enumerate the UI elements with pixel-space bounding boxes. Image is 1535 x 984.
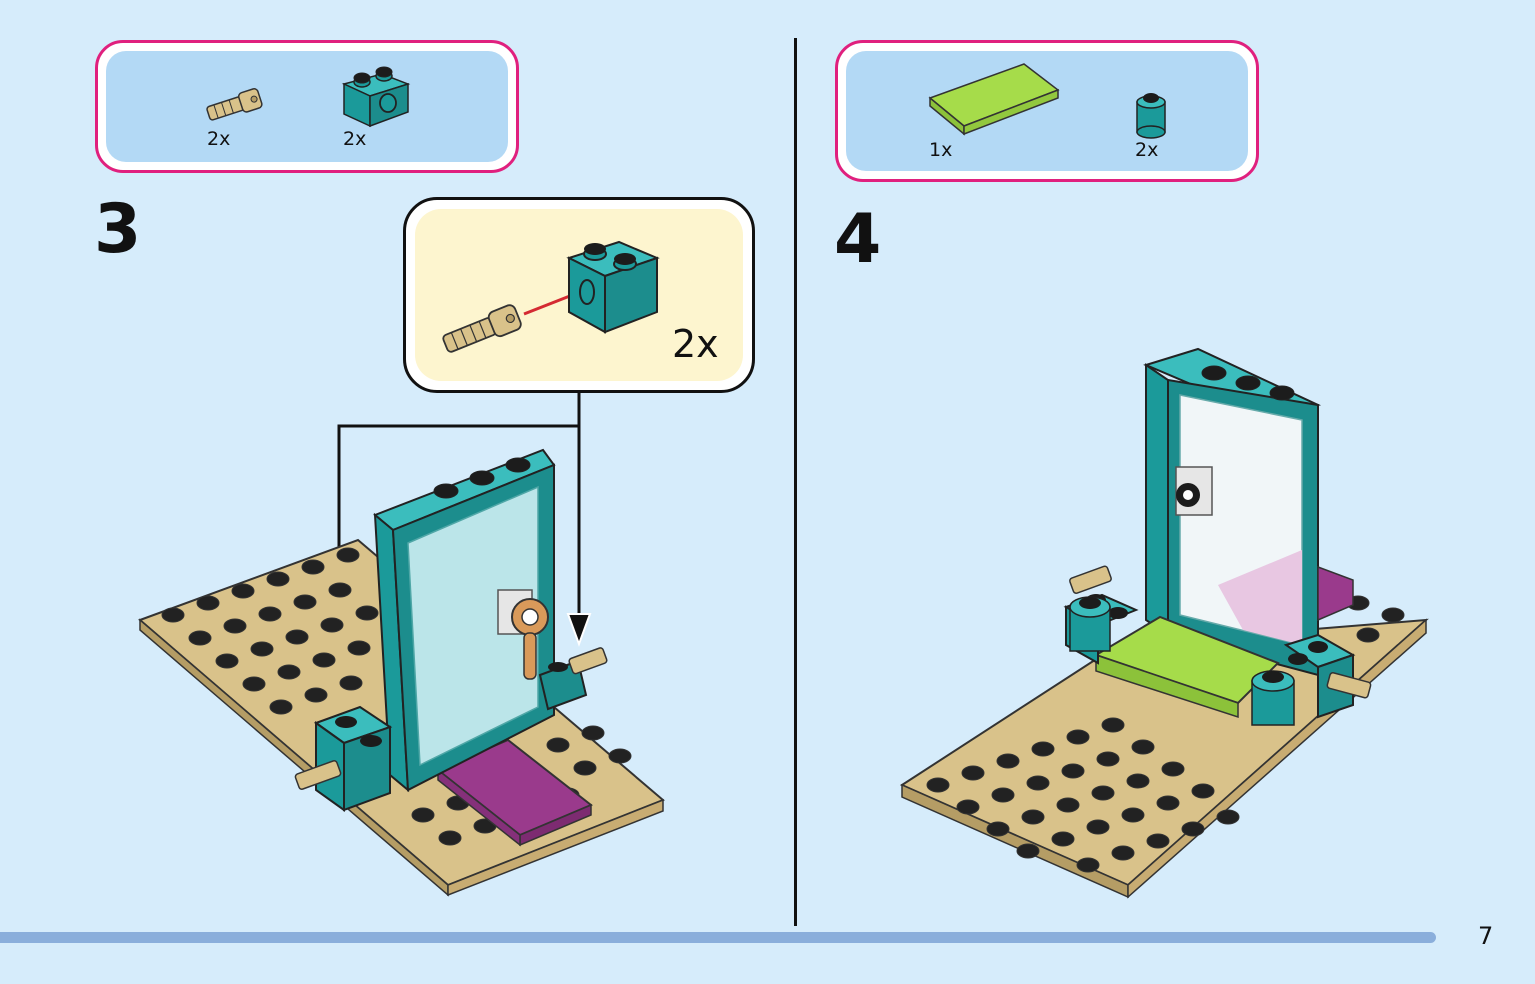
tan-axle-pin-icon <box>206 88 263 121</box>
page-number: 7 <box>1478 922 1494 950</box>
callout-technic-brick-icon <box>566 240 660 334</box>
teal-technic-brick-icon <box>341 66 411 128</box>
step4-part1-qty: 1x <box>929 139 953 161</box>
step3-callout-qty: 2x <box>672 322 719 366</box>
down-arrow-right-icon <box>566 613 592 647</box>
step3-number: 3 <box>94 190 142 269</box>
step3-parts-box <box>95 40 519 173</box>
footer-bar <box>0 932 1436 943</box>
step4-parts-inner <box>846 51 1248 171</box>
step3-model-illustration <box>138 448 665 897</box>
step3-part1-qty: 2x <box>207 128 231 150</box>
callout-pin-icon <box>442 304 522 353</box>
step-divider <box>794 38 797 926</box>
step3-parts-inner <box>106 51 508 162</box>
step3-part2-qty: 2x <box>343 128 367 150</box>
step4-parts-box <box>835 40 1259 182</box>
step4-part2-qty: 2x <box>1135 139 1159 161</box>
step4-model-illustration <box>899 347 1429 899</box>
teal-round-brick-icon <box>1136 93 1166 139</box>
lime-tile-icon <box>928 63 1060 136</box>
step4-number: 4 <box>834 200 882 279</box>
